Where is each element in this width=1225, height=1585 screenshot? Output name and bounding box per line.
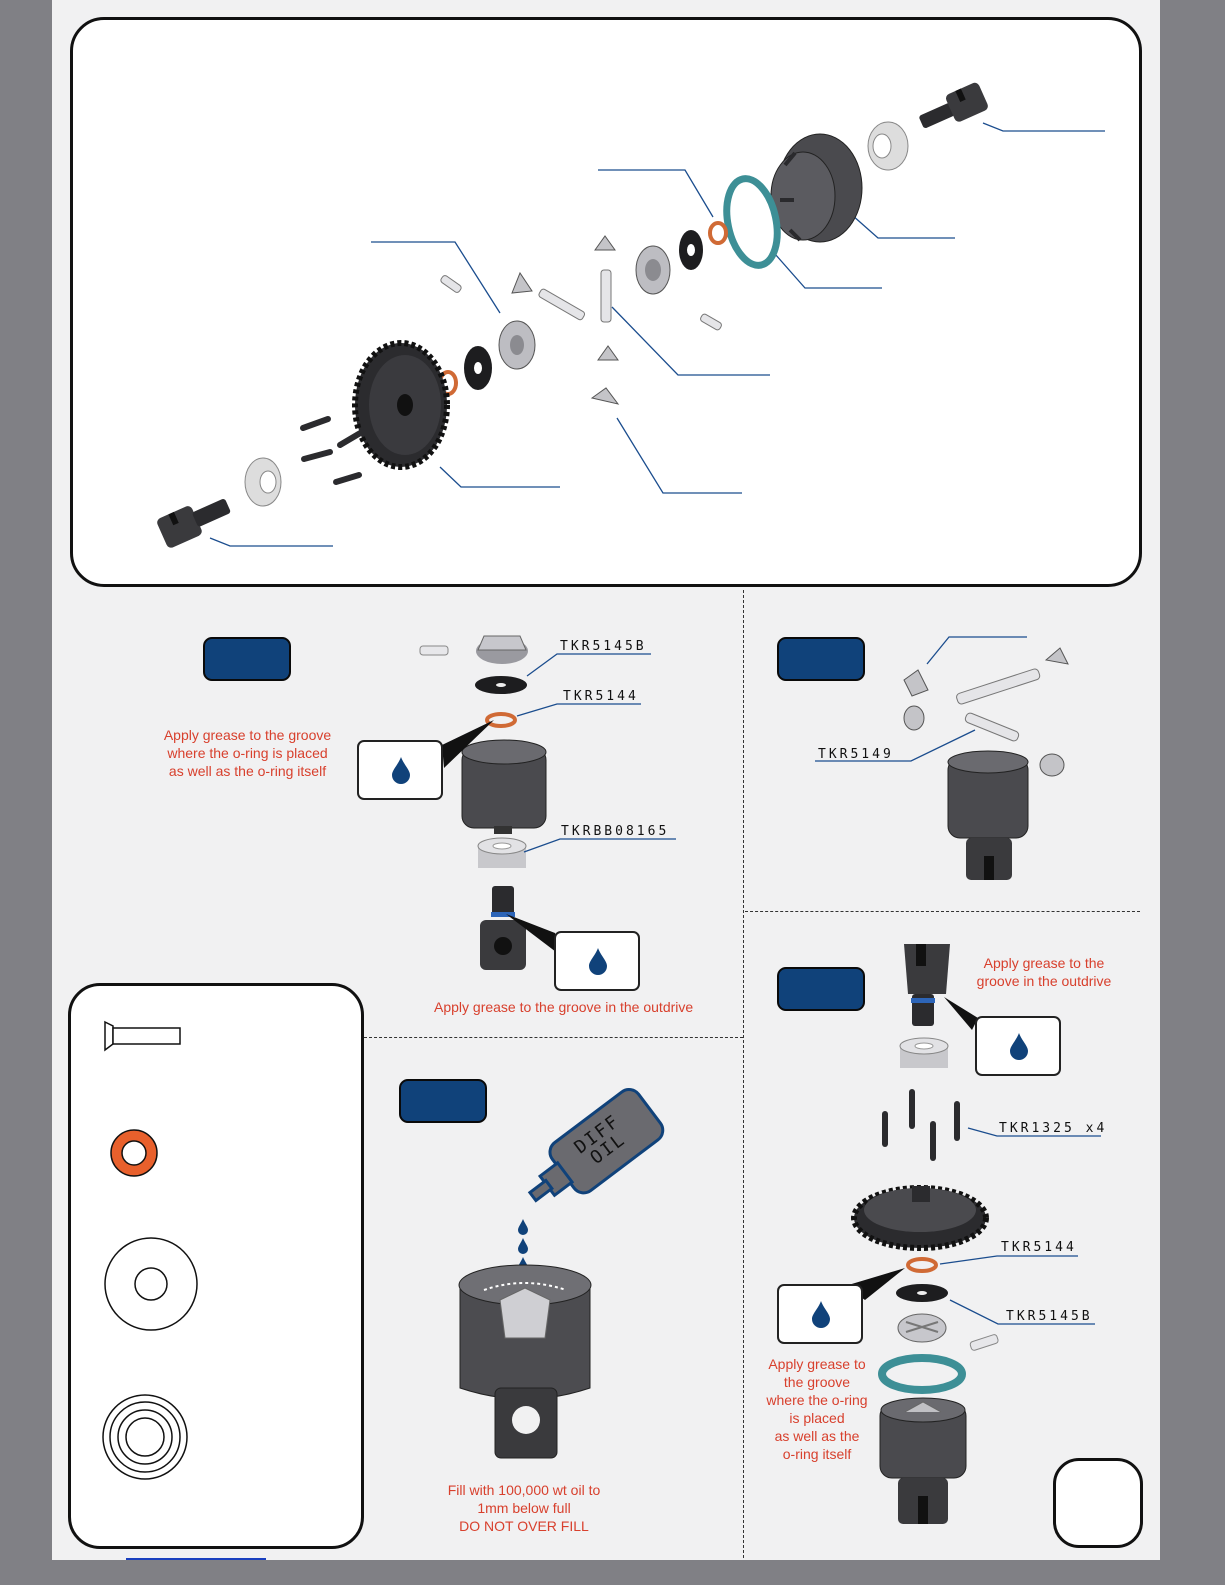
grease-drop-icon (1010, 1033, 1028, 1060)
footer-underline (126, 1558, 266, 1560)
step2-shafts (956, 668, 1041, 742)
step1-oring-note: Apply grease to the groove where the o-r… (163, 727, 332, 779)
grease-drop-icon (589, 948, 607, 975)
diff-case (770, 133, 863, 243)
step2-shaft-part-label: TKR5149 (818, 747, 894, 762)
step4-gear-part-label: TKR5145B (1006, 1309, 1093, 1324)
step4-spur-gear (851, 1185, 989, 1251)
right-outdrive (919, 82, 988, 129)
step4-oring-part-label: TKR5144 (1001, 1240, 1077, 1255)
step1-bearing (477, 837, 527, 868)
step2-diff-case (947, 750, 1029, 880)
divider-left-horizontal (364, 1037, 743, 1038)
exploded-oring-top (708, 221, 728, 245)
right-bearing (867, 121, 909, 171)
countersunk-screw-icon (104, 1020, 181, 1052)
step4-bevel-gear (897, 1313, 947, 1343)
grease-drop-icon (392, 757, 410, 784)
step1-bevel-gear (476, 635, 528, 664)
divider-right-horizontal (745, 911, 1140, 912)
ball-bearing-icon (102, 1394, 188, 1480)
exploded-spur-gear (352, 340, 450, 470)
step4-oring (906, 1257, 938, 1273)
diff-oil-bottle-icon (527, 1088, 665, 1203)
page-number-box (1053, 1458, 1143, 1548)
step4-gasket (878, 1354, 966, 1394)
left-outdrive (157, 499, 231, 548)
step4-outdrive-note: Apply grease to the groove in the outdri… (976, 955, 1112, 989)
step-1-badge (203, 637, 291, 681)
grease-drop-icon (812, 1301, 830, 1328)
step1-grease-callout (357, 740, 443, 800)
step2-gears (903, 647, 1069, 777)
step4-bearing (899, 1037, 949, 1068)
step4-oring-note: Apply grease to the groove where the o-r… (766, 1356, 868, 1462)
step4-outdrive (904, 944, 950, 1026)
step-3-badge (399, 1079, 487, 1123)
step3-fill-note: Fill with 100,000 wt oil to 1mm below fu… (447, 1482, 601, 1534)
exploded-small-gears (511, 235, 620, 405)
step-2-badge (777, 637, 865, 681)
o-ring-icon (110, 1129, 158, 1177)
step1-oring (485, 712, 517, 728)
left-bearing (244, 457, 282, 507)
step1-outdrive-grease-callout (554, 931, 640, 991)
exploded-bevel-gear-left (498, 320, 536, 370)
step1-outdrive (480, 886, 526, 970)
exploded-gasket (723, 175, 781, 269)
step1-gear-part-label: TKR5145B (560, 639, 647, 654)
step4-outdrive-grease-callout (975, 1016, 1061, 1076)
step3-diff-case (458, 1264, 592, 1459)
step4-screws (882, 1089, 960, 1161)
step1-outdrive-note: Apply grease to the groove in the outdri… (434, 999, 694, 1015)
step1-bearing-part-label: TKRBB08165 (561, 824, 670, 839)
step4-screws-part-label: TKR1325 x4 (999, 1121, 1108, 1136)
step1-oring-part-label: TKR5144 (563, 689, 639, 704)
exploded-screws (300, 416, 365, 485)
exploded-pins (440, 269, 722, 331)
step4-diff-case (879, 1397, 967, 1524)
step-4-badge (777, 967, 865, 1011)
exploded-leader-lines (209, 122, 1105, 547)
step4-oring-grease-callout (777, 1284, 863, 1344)
exploded-bevel-gear-top (635, 245, 671, 295)
exploded-diff-drawing (157, 82, 1105, 548)
step1-diff-case (461, 739, 547, 834)
divider-vertical (743, 590, 744, 1558)
washer-icon (104, 1237, 198, 1331)
